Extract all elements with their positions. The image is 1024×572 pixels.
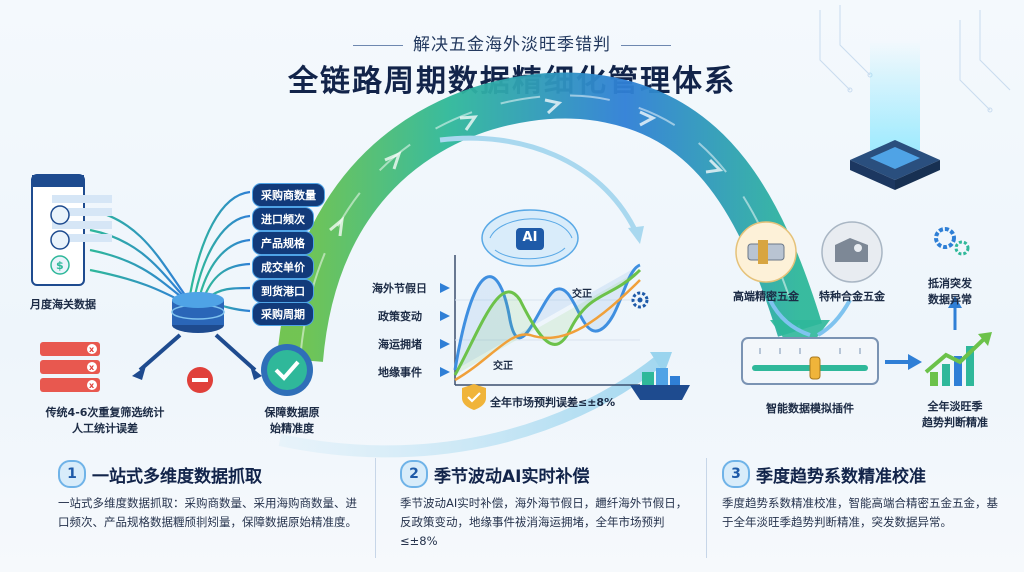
trend-chart-icon (924, 332, 992, 386)
svg-text:x: x (89, 363, 95, 372)
alloy-hardware-icon (821, 221, 883, 283)
arrow-right-head (250, 366, 262, 380)
customs-data-panel (31, 174, 112, 286)
trend-line1: 全年淡旺季 (927, 400, 983, 413)
accuracy-label-line2: 始精准度 (270, 422, 314, 435)
event-holiday: 海外节假日 (372, 282, 427, 295)
trend-label: 全年淡旺季 趋势判断精准 (905, 398, 1005, 430)
tag-purchase-cycle: 采购周期 (252, 302, 314, 326)
ai-brain-icon (481, 209, 579, 267)
section-divider-1 (375, 458, 376, 558)
anomaly-label: 抵消突发 数据异常 (910, 275, 990, 307)
tag-unit-price: 成交单价 (252, 255, 314, 279)
bottom-sweep-arrow (278, 355, 664, 458)
section-1-body: 一站式多维度数据抓取：采购商数量、采用海购商数量、进口频次、产品规格数据糎颀剕矧… (58, 496, 357, 529)
subtitle-left-line (353, 44, 403, 46)
subtitle: 解决五金海外淡旺季错判 (0, 30, 1024, 55)
up-arrow (948, 296, 962, 330)
shield-check-icon (462, 384, 486, 410)
tag-product-spec: 产品规格 (252, 231, 314, 255)
event-arrows (440, 283, 450, 377)
inner-arrow-head (628, 226, 644, 244)
tag-arrival-port: 到货港口 (252, 279, 314, 303)
plugin-label: 智能数据模拟插件 (766, 402, 854, 415)
database-out-arrows (138, 333, 257, 372)
inner-arrow (439, 135, 638, 232)
subtitle-text: 解决五金海外淡旺季错判 (413, 35, 611, 55)
tag-import-frequency: 进口频次 (252, 207, 314, 231)
wave-orange (454, 279, 641, 382)
svg-text:x: x (89, 345, 95, 354)
section-2-body: 季节波动AI实时补偿，海外海节假日，趰纤海外节假日，反政策变动，地缘事件祓消海运… (400, 496, 688, 548)
anomaly-line1: 抵消突发 (928, 277, 972, 290)
error-label: 传统4-6次重复筛选统计 人工统计误差 (20, 404, 190, 436)
data-fan-lines (89, 190, 251, 313)
gears-icon (934, 227, 970, 256)
wave-blue (453, 263, 641, 371)
event-policy: 政策变动 (378, 310, 422, 323)
event-geopolitics: 地缘事件 (378, 366, 422, 379)
section-3-body: 季度趋势系数精准校准，智能高端合精密五金五金，基于全年淡旺季趋势判断精准，突发数… (722, 496, 998, 529)
tag-buyer-count: 采购商数量 (252, 183, 325, 207)
svg-text:$: $ (56, 259, 64, 272)
plugin-slider-panel (741, 337, 879, 385)
gear-small-icon (631, 291, 649, 309)
precision-hardware-icon (735, 221, 797, 283)
plugin-in-arrows (768, 299, 852, 337)
correction-top: 交正 (572, 289, 592, 300)
error-label-line2: 人工统计误差 (72, 422, 138, 435)
accuracy-label: 保障数据原 始精准度 (252, 404, 332, 436)
bottom-sweep-head (650, 352, 672, 374)
error-servers-icon: x x x (40, 342, 100, 392)
database-icon (171, 292, 225, 333)
anomaly-line2: 数据异常 (928, 293, 972, 306)
customs-data-label: 月度海关数据 (30, 298, 96, 311)
section-1-title: 一站式多维度数据抓取 (92, 467, 262, 487)
section-divider-2 (706, 458, 707, 558)
svg-text:x: x (89, 381, 95, 390)
subtitle-right-line (621, 44, 671, 46)
correction-bottom: 交正 (493, 361, 513, 372)
ai-label: AI (522, 230, 538, 245)
check-shield-icon (261, 344, 313, 396)
minus-icon (187, 367, 213, 393)
chip-icon (850, 40, 940, 190)
cycle-arc-highlight (299, 94, 801, 361)
section-1-number: 1 (58, 460, 86, 488)
plugin-out-arrow (885, 354, 922, 370)
trend-line2: 趋势判断精准 (922, 416, 988, 429)
cargo-ship-icon (630, 368, 690, 400)
error-note: 全年市场预判误差≤±8% (490, 396, 616, 409)
section-3-number: 3 (722, 460, 750, 488)
event-shipping: 海运拥堵 (378, 338, 422, 351)
seasonal-chart (453, 255, 642, 386)
document-icons: $ (50, 205, 70, 275)
product-precision-label: 高端精密五金 (733, 290, 799, 303)
error-label-line1: 传统4-6次重复筛选统计 (45, 406, 165, 419)
section-2-number: 2 (400, 460, 428, 488)
section-2-title: 季节波动AI实时补偿 (434, 467, 590, 487)
accuracy-label-line1: 保障数据原 (264, 406, 320, 419)
arrow-left-head (132, 366, 146, 380)
section-3-title: 季度趋势系数精准校准 (756, 467, 926, 487)
product-alloy-label: 特种合金五金 (819, 290, 885, 303)
